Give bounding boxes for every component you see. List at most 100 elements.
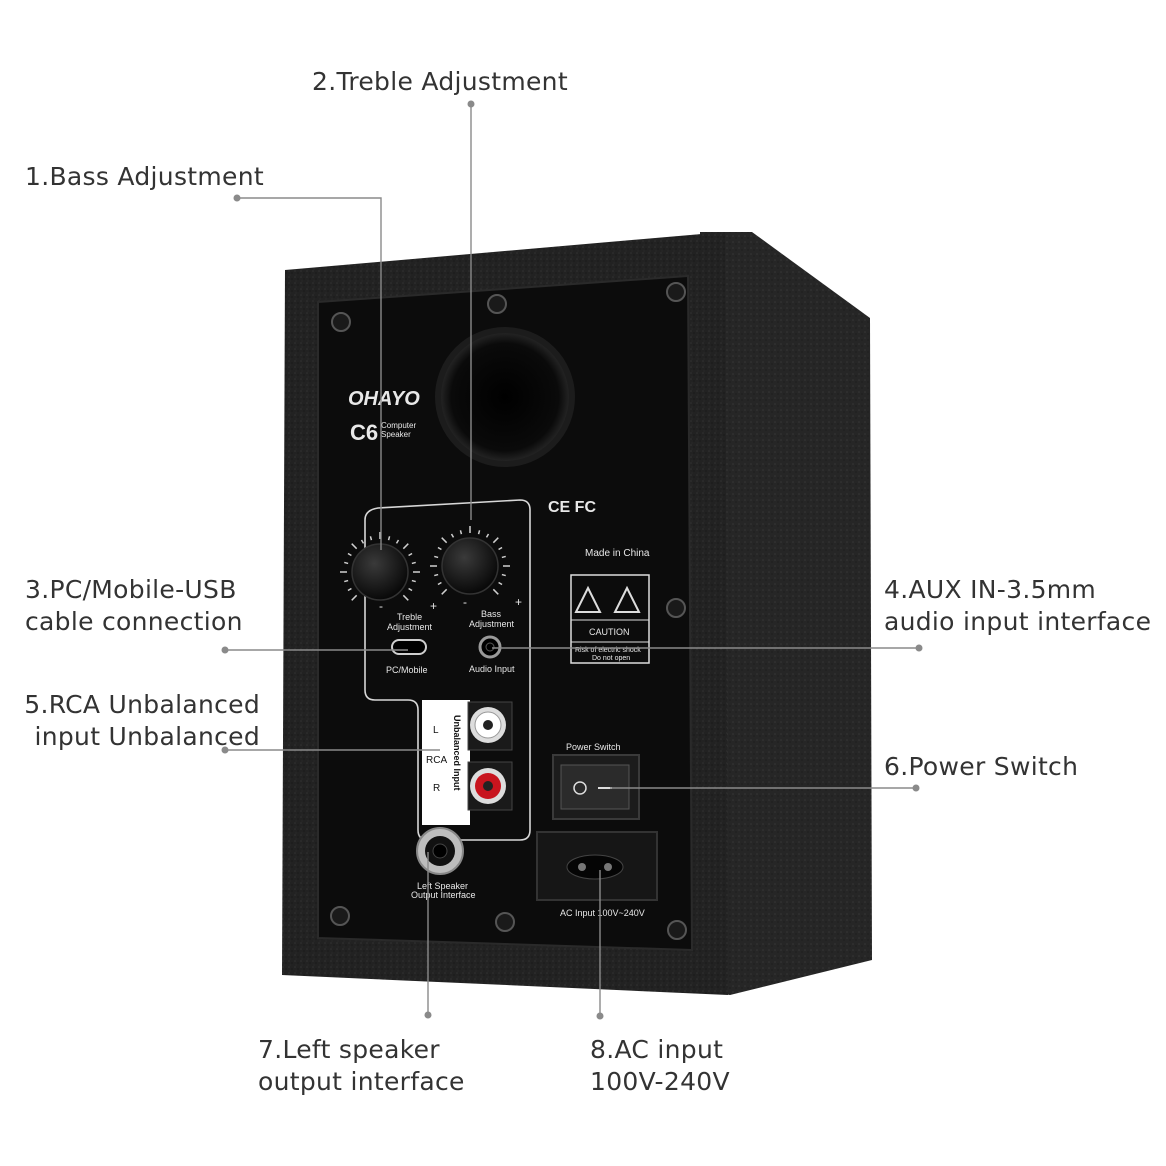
left-speaker-label-1: Left Speaker [417, 881, 468, 891]
leader-bass [237, 197, 382, 550]
callout-usb-line1: 3.PC/Mobile-USB [25, 575, 237, 604]
callout-ac-line1: 8.AC input [590, 1035, 724, 1064]
knob-tick [369, 536, 373, 541]
callout-power: 6.Power Switch [884, 751, 1078, 783]
knob-tick [434, 555, 439, 559]
knob-tick [360, 539, 365, 544]
knob-tick [437, 546, 442, 551]
model-sub-1: Computer [381, 421, 416, 430]
knob-tick [492, 588, 499, 595]
rca-label-box [422, 700, 470, 825]
control-panel-outline [364, 499, 531, 841]
knob-tick [395, 539, 400, 544]
ac-label: AC Input 100V~240V [560, 908, 645, 918]
knob-tick [351, 594, 358, 601]
knob-tick [411, 579, 416, 583]
callout-treble: 2.Treble Adjustment [312, 66, 568, 98]
treble-plus: + [430, 599, 437, 613]
callout-usb: 3.PC/Mobile-USB cable connection [25, 574, 243, 638]
callout-left-out: 7.Left speaker output interface [258, 1034, 465, 1098]
dot-treble [467, 100, 475, 108]
callout-rca: 5.RCA Unbalanced input Unbalanced [2, 689, 260, 753]
callout-aux-line2: audio input interface [884, 607, 1152, 636]
knob-tick [408, 552, 413, 557]
brand-logo: OHAYO [348, 388, 420, 410]
power-switch-label: Power Switch [566, 742, 621, 752]
treble-minus: - [379, 599, 383, 613]
model-name: C6 [350, 420, 378, 445]
callout-aux-line1: 4.AUX IN-3.5mm [884, 575, 1097, 604]
callout-usb-line2: cable connection [25, 607, 243, 636]
rca-l: L [433, 725, 439, 736]
callout-left-out-line2: output interface [258, 1067, 465, 1096]
knob-tick [459, 530, 463, 535]
made-in-label: Made in China [585, 548, 650, 559]
knob-tick [498, 546, 503, 551]
rca-left-jack [467, 701, 513, 751]
bass-label-1: Bass [481, 609, 502, 619]
dot-bass [233, 194, 241, 202]
ac-inlet [536, 831, 658, 901]
callout-rca-line2: input Unbalanced [34, 722, 260, 751]
knob-tick [441, 588, 448, 595]
knob-tick [387, 536, 391, 541]
bass-minus: - [463, 595, 467, 609]
knob-tick [344, 579, 349, 583]
dot-ac [596, 1012, 604, 1020]
caution-sub-1: Risk of electric shock [575, 647, 641, 654]
treble-label-1: Treble [397, 612, 422, 622]
knob-tick [492, 537, 499, 544]
aux-label: Audio Input [469, 664, 515, 674]
rca-right-jack [467, 761, 513, 811]
caution-box [570, 574, 650, 664]
caution-label: CAUTION [589, 627, 630, 637]
callout-rca-line1: 5.RCA Unbalanced [24, 690, 260, 719]
dot-aux [915, 644, 923, 652]
dot-power [912, 784, 920, 792]
usb-c-port [391, 639, 427, 655]
panel-screws [330, 282, 687, 940]
knob-tick [485, 533, 490, 538]
knob-tick [450, 533, 455, 538]
knob-tick [434, 573, 439, 577]
treble-knob [351, 543, 409, 601]
knob-tick [402, 543, 409, 550]
callout-ac-line2: 100V-240V [590, 1067, 730, 1096]
usb-label: PC/Mobile [386, 665, 428, 675]
treble-label-2: Adjustment [387, 622, 433, 632]
rca-mid: RCA [426, 755, 447, 766]
knob-tick [347, 552, 352, 557]
bass-knob [441, 537, 499, 595]
knob-tick [477, 530, 481, 535]
callout-treble-line1: 2.Treble Adjustment [312, 67, 568, 96]
bass-port [435, 327, 575, 467]
callout-bass-line1: 1.Bass Adjustment [25, 162, 264, 191]
rca-vertical-label: Unbalanced Input [452, 715, 462, 791]
knob-tick [402, 594, 409, 601]
callout-aux: 4.AUX IN-3.5mm audio input interface [884, 574, 1151, 638]
caution-sub-2: Do not open [592, 655, 630, 662]
knob-tick [411, 561, 416, 565]
knob-tick [351, 543, 358, 550]
knob-tick [501, 555, 506, 559]
cert-marks: CE FC [548, 499, 596, 516]
knob-tick [498, 581, 503, 586]
callout-power-line1: 6.Power Switch [884, 752, 1079, 781]
dot-usb [221, 646, 229, 654]
knob-tick [501, 573, 506, 577]
bass-label-2: Adjustment [469, 619, 515, 629]
knob-tick [347, 587, 352, 592]
callout-bass: 1.Bass Adjustment [25, 161, 264, 193]
knob-tick [437, 581, 442, 586]
knob-tick [408, 587, 413, 592]
knob-tick [441, 537, 448, 544]
cabinet-side [700, 232, 872, 995]
dot-rca [221, 746, 229, 754]
rca-r: R [433, 783, 440, 794]
dot-left-out [424, 1011, 432, 1019]
model-sub-2: Speaker [381, 430, 411, 439]
callout-ac: 8.AC input 100V-240V [590, 1034, 730, 1098]
callout-left-out-line1: 7.Left speaker [258, 1035, 440, 1064]
